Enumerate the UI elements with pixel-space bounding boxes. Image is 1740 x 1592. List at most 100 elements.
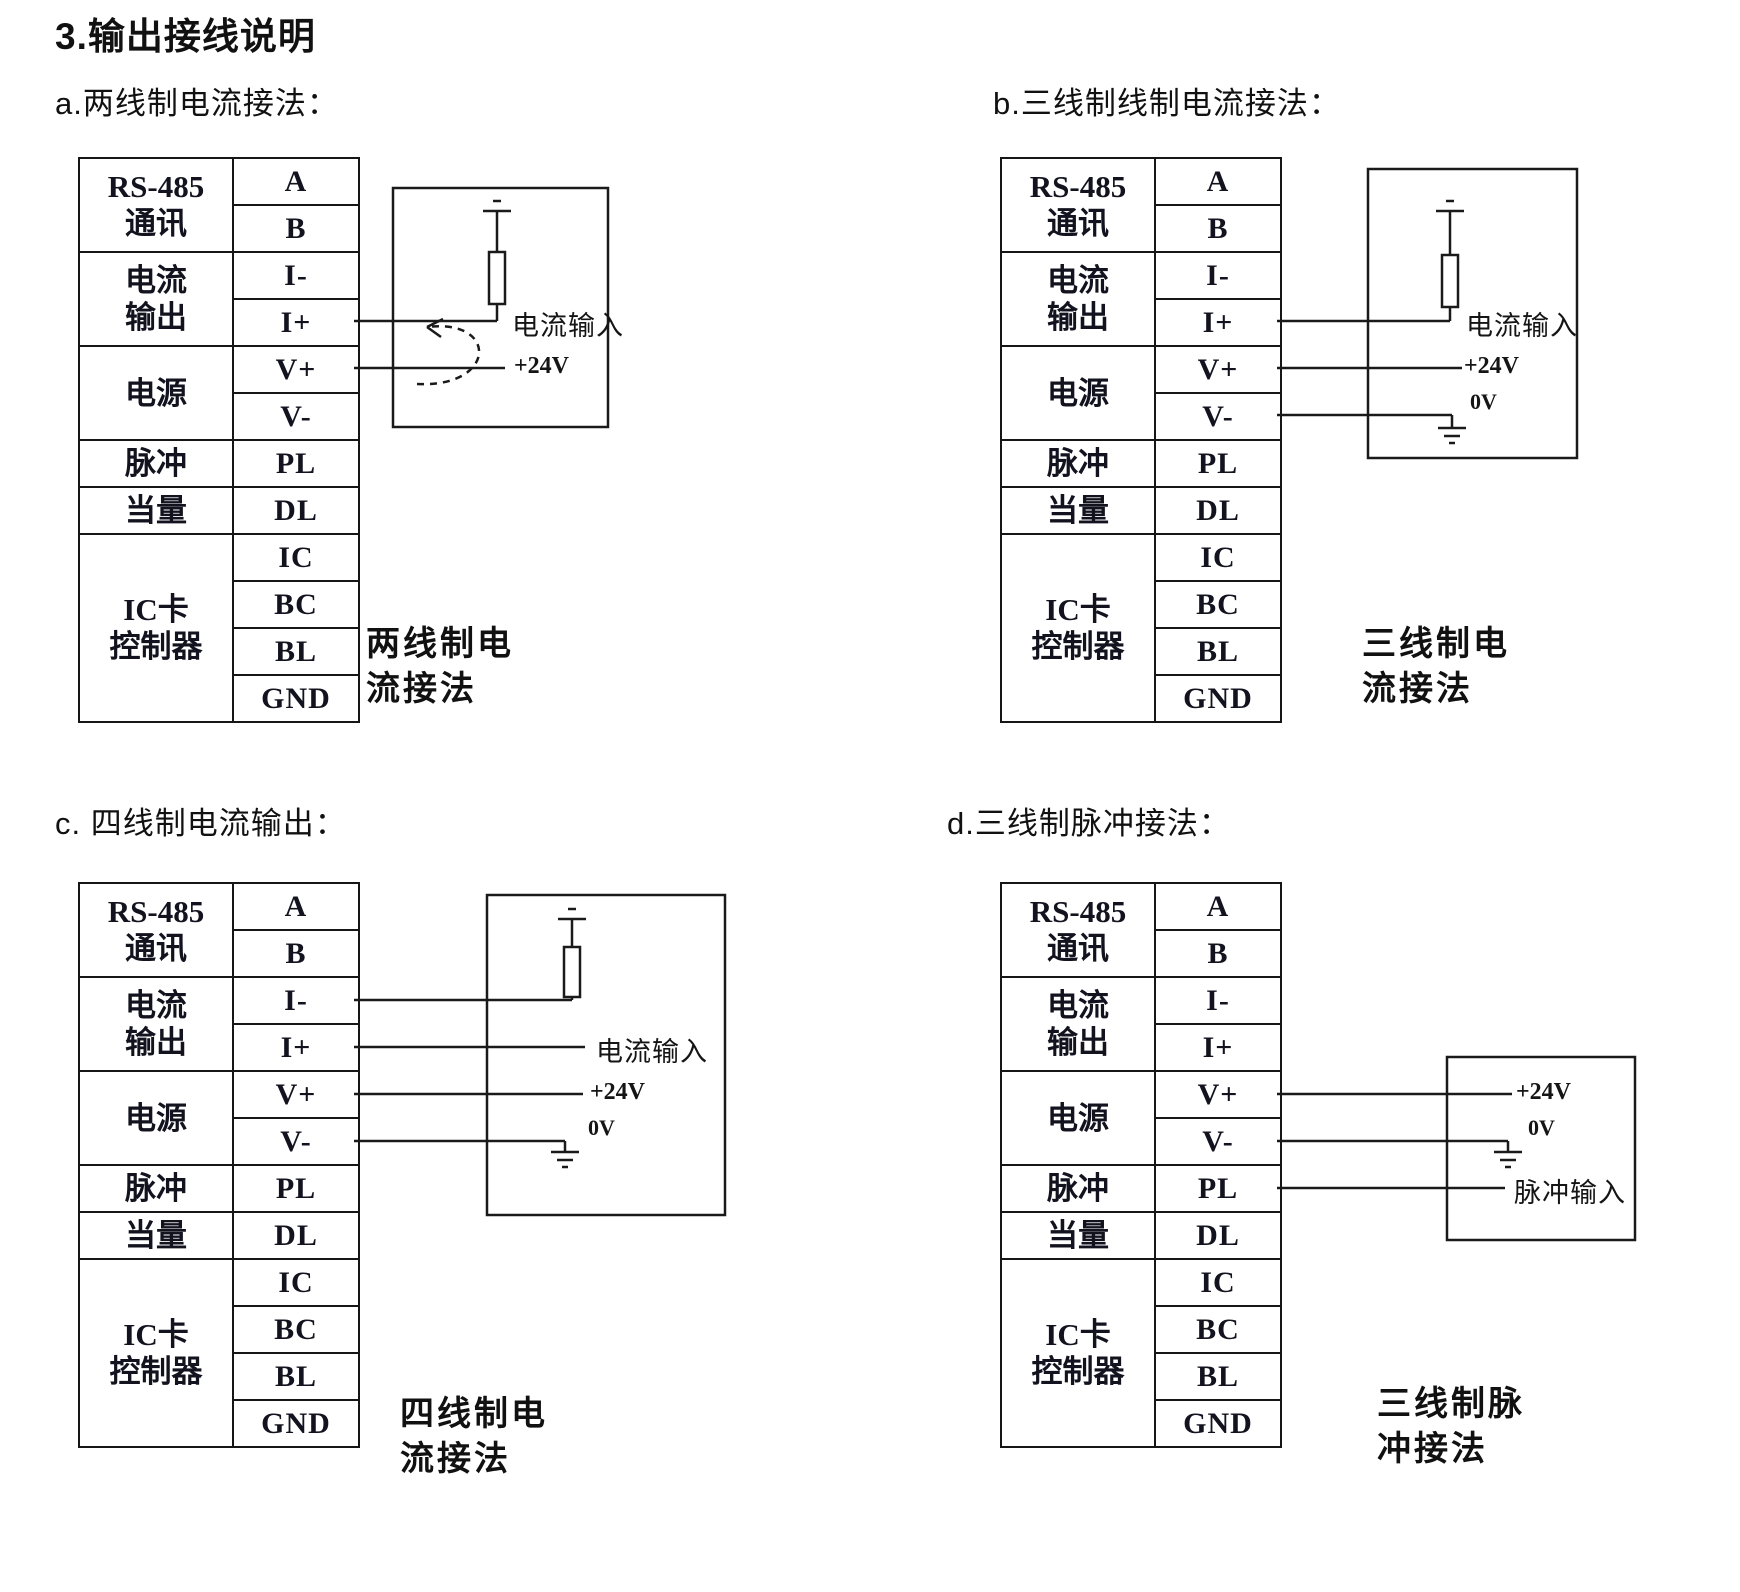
terminal-pin-BL: BL [1154,627,1282,676]
diagram-b-wiring [1277,169,1577,458]
label-24v-b: +24V [1464,353,1520,379]
resistor-icon [489,252,505,304]
terminal-pin-GND: GND [232,1399,360,1448]
diagram-d-wiring [1277,1057,1635,1240]
terminal-pin-BL: BL [232,1352,360,1401]
caption-line: 两线制电 [366,626,514,663]
resistor-icon [1442,255,1458,307]
terminal-pin-I+: I+ [1154,1023,1282,1072]
section-heading-d: d.三线制脉冲接法： [947,806,1231,841]
label-current-input-b: 电流输入 [1466,311,1578,341]
diagram-caption-a: 两线制电 流接法 [366,622,514,712]
terminal-group-label: IC卡控制器 [78,1258,234,1448]
label-0v-d: 0V [1528,1115,1555,1140]
terminal-pin-V-: V- [232,392,360,441]
terminal-group-label: 脉冲 [78,1164,234,1213]
label-0v-b: 0V [1470,389,1497,414]
terminal-group-label: 电源 [78,345,234,441]
terminal-pin-B: B [232,929,360,978]
terminal-pin-V+: V+ [1154,345,1282,394]
terminal-group-label: 当量 [1000,1211,1156,1260]
terminal-pin-BL: BL [1154,1352,1282,1401]
section-heading-b: b.三线制线制电流接法： [993,86,1341,121]
ground-icon [1494,1152,1522,1167]
terminal-group-label: 电流输出 [1000,251,1156,347]
terminal-pin-I+: I+ [232,298,360,347]
caption-line: 三线制脉 [1377,1386,1525,1423]
ground-icon [558,909,586,947]
terminal-pin-DL: DL [1154,1211,1282,1260]
terminal-pin-V+: V+ [232,345,360,394]
terminal-pin-A: A [1154,882,1282,931]
section-heading-a: a.两线制电流接法： [55,86,339,121]
label-24v-d: +24V [1516,1079,1572,1105]
label-0v-c: 0V [588,1115,615,1140]
terminal-pin-GND: GND [1154,674,1282,723]
ground-icon [1436,201,1464,255]
device-box [393,188,608,427]
terminal-pin-B: B [1154,204,1282,253]
label-current-input-c: 电流输入 [596,1037,708,1067]
ground-icon [483,201,511,252]
terminal-pin-V+: V+ [1154,1070,1282,1119]
caption-line: 流接法 [400,1441,511,1478]
label-current-input-a: 电流输入 [512,311,624,341]
caption-line: 流接法 [366,671,477,708]
terminal-group-label: 电源 [78,1070,234,1166]
resistor-icon [564,947,580,997]
terminal-group-label: IC卡控制器 [1000,1258,1156,1448]
terminal-group-label: IC卡控制器 [78,533,234,723]
terminal-pin-DL: DL [232,1211,360,1260]
terminal-pin-BC: BC [232,580,360,629]
terminal-pin-BL: BL [232,627,360,676]
terminal-pin-IC: IC [232,533,360,582]
ground-icon [1438,428,1466,443]
terminal-pin-B: B [1154,929,1282,978]
diagram-a-wiring [354,188,608,427]
terminal-group-label: 电流输出 [1000,976,1156,1072]
terminal-pin-V-: V- [1154,392,1282,441]
terminal-pin-V-: V- [1154,1117,1282,1166]
terminal-group-label: IC卡控制器 [1000,533,1156,723]
terminal-pin-PL: PL [232,1164,360,1213]
terminal-pin-IC: IC [1154,533,1282,582]
terminal-pin-GND: GND [232,674,360,723]
label-pulse-input-d: 脉冲输入 [1514,1178,1626,1208]
current-direction-arrow [417,326,479,384]
caption-line: 流接法 [1362,671,1473,708]
diagram-c-wiring [354,895,725,1215]
terminal-pin-PL: PL [1154,1164,1282,1213]
caption-line: 冲接法 [1377,1431,1488,1468]
terminal-pin-PL: PL [1154,439,1282,488]
terminal-pin-IC: IC [232,1258,360,1307]
diagram-caption-d: 三线制脉 冲接法 [1377,1382,1525,1472]
label-24v-a: +24V [514,353,570,379]
device-box [487,895,725,1215]
terminal-group-label: 电流输出 [78,251,234,347]
device-box [1447,1057,1635,1240]
wire-v-minus [354,1141,565,1152]
terminal-pin-IC: IC [1154,1258,1282,1307]
page-title: 3.输出接线说明 [55,16,316,57]
ground-icon [551,1152,579,1167]
terminal-pin-A: A [1154,157,1282,206]
wire-v-minus [1277,415,1452,428]
terminal-group-label: 脉冲 [1000,439,1156,488]
terminal-group-label: 电源 [1000,1070,1156,1166]
terminal-group-label: 电流输出 [78,976,234,1072]
terminal-pin-A: A [232,882,360,931]
terminal-pin-I-: I- [232,251,360,300]
caption-line: 四线制电 [400,1396,548,1433]
terminal-group-label: 脉冲 [1000,1164,1156,1213]
terminal-group-label: 当量 [78,1211,234,1260]
terminal-pin-I-: I- [1154,976,1282,1025]
terminal-pin-I-: I- [1154,251,1282,300]
terminal-pin-DL: DL [1154,486,1282,535]
terminal-pin-B: B [232,204,360,253]
terminal-group-label: 脉冲 [78,439,234,488]
